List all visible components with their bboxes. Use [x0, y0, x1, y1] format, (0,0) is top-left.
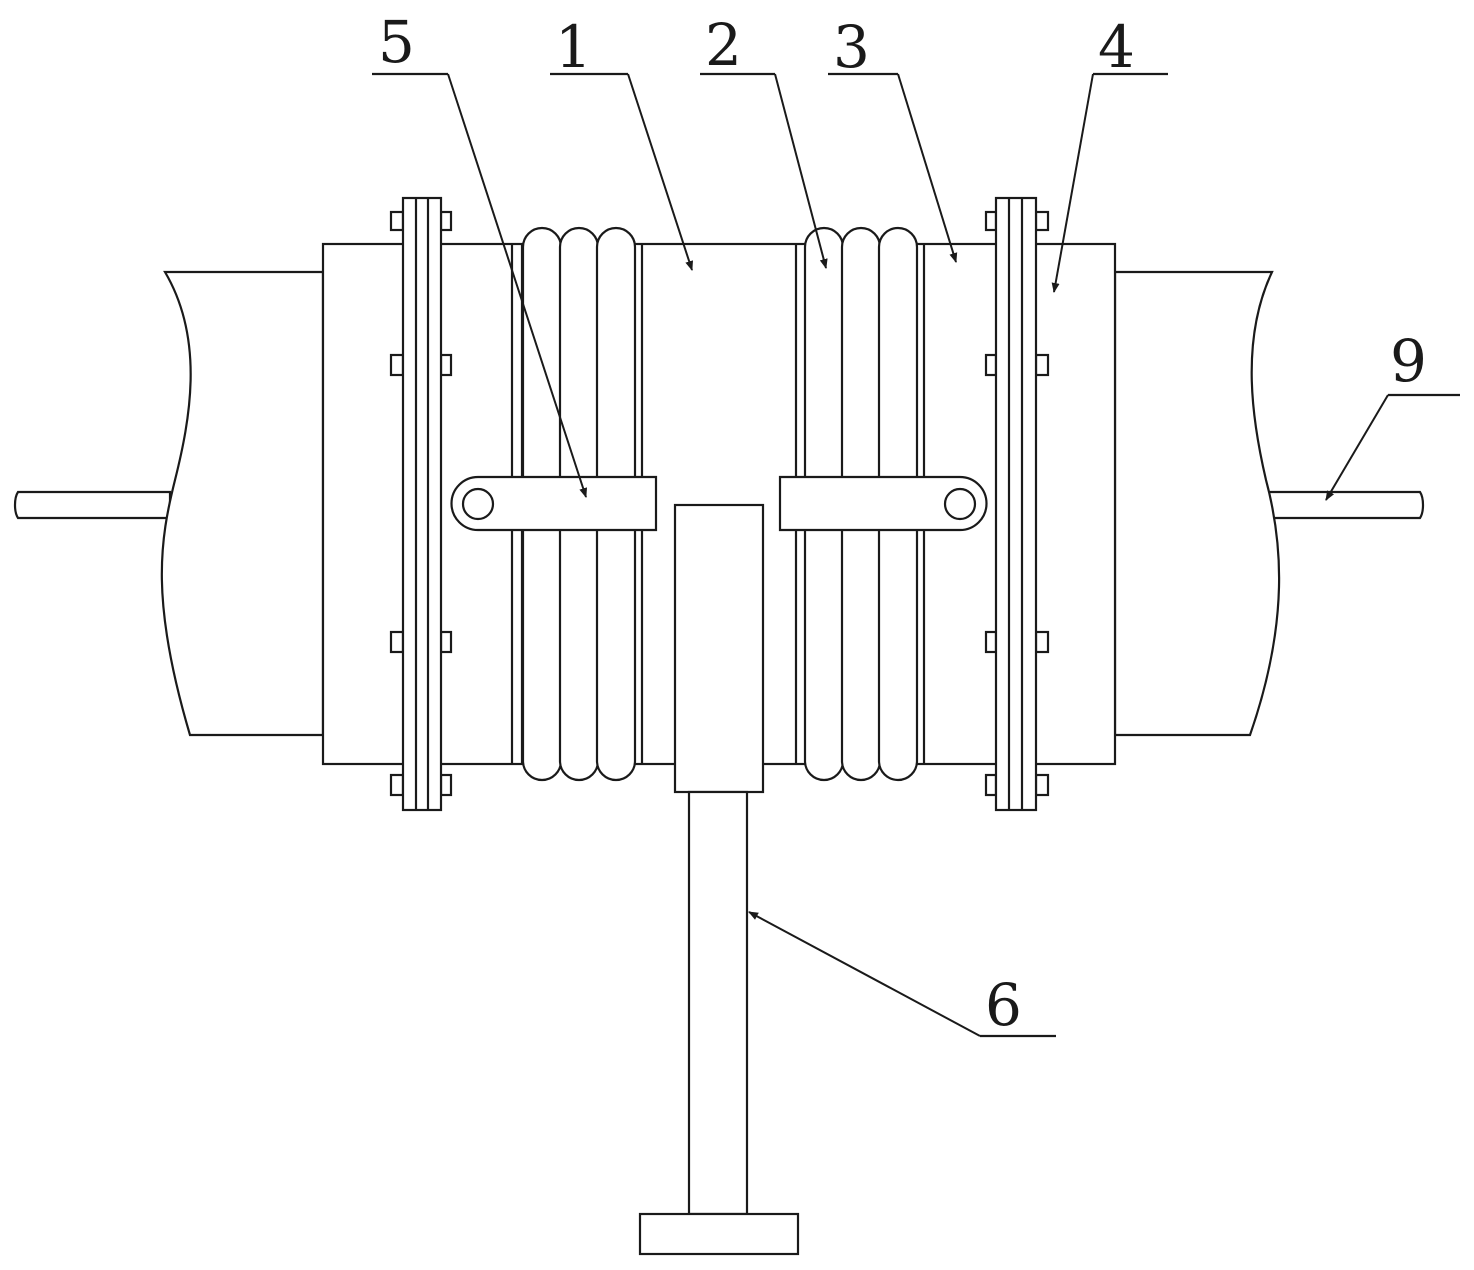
- callout-5: 5: [378, 8, 415, 76]
- support-stand: [638, 503, 800, 1256]
- callout-labels: 5 1 2 3 4 9 6: [378, 8, 1427, 1039]
- pipe-left: [160, 270, 325, 737]
- hinge-bracket-left: [450, 475, 658, 532]
- callout-4: 4: [1098, 13, 1135, 81]
- flange-left: [389, 196, 453, 812]
- flange-right: [984, 196, 1050, 812]
- callout-2: 2: [705, 11, 742, 79]
- callout-6: 6: [985, 971, 1022, 1039]
- leader-lines: [372, 72, 1460, 1038]
- callout-3: 3: [833, 13, 870, 81]
- pipe-right: [1113, 270, 1281, 737]
- callout-1: 1: [555, 13, 592, 81]
- callout-9: 9: [1390, 327, 1427, 395]
- hinge-bracket-right: [778, 475, 988, 532]
- shaft: [13, 490, 1425, 520]
